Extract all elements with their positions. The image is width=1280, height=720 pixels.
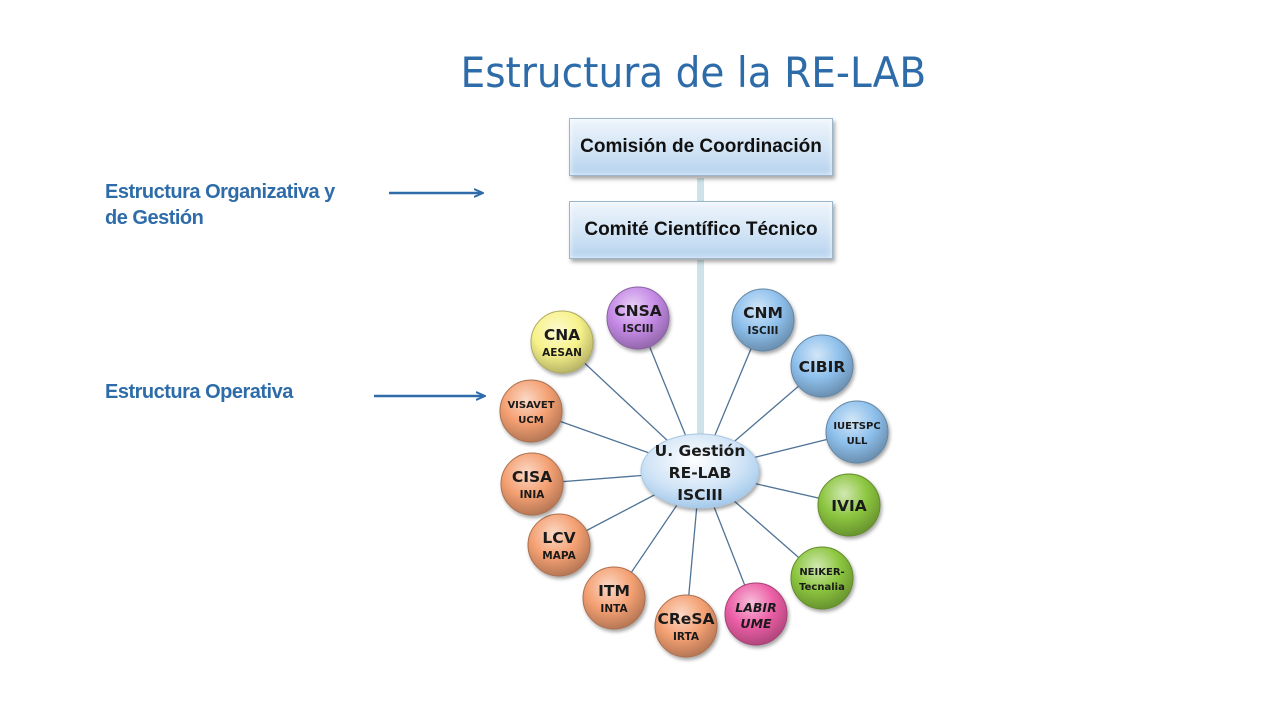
node-itm-label: ITM: [598, 582, 630, 600]
trunk-connector-top: [697, 178, 704, 202]
node-itm-circle: [582, 566, 646, 630]
node-cibir-circle: [790, 334, 854, 398]
label-organizational-structure: Estructura Organizativa y de Gestión: [105, 179, 335, 231]
node-cisa-label: CISA: [512, 468, 552, 486]
node-cnsa-label: CNSA: [614, 302, 662, 320]
box-comite-cientifico-tecnico: Comité Científico Técnico: [569, 201, 833, 259]
node-neiker: NEIKER- Tecnalia: [790, 546, 854, 610]
node-cna: CNA AESAN: [530, 310, 594, 374]
node-cnm-circle: [731, 288, 795, 352]
node-labir-sublabel: UME: [740, 616, 772, 631]
node-labir-circle: [724, 582, 788, 646]
center-node-line-2: RE-LAB: [669, 464, 732, 482]
box-comision-coordinacion: Comisión de Coordinación: [569, 118, 833, 176]
node-cisa-circle: [500, 452, 564, 516]
node-ivia: IVIA: [817, 473, 881, 537]
node-cna-label: CNA: [544, 326, 580, 344]
node-cnm-sublabel: ISCIII: [748, 325, 779, 337]
node-iuetspc-label: IUETSPC: [833, 421, 880, 432]
node-cna-circle: [530, 310, 594, 374]
node-cresa: CReSA IRTA: [654, 594, 718, 658]
node-visavet-label: VISAVET: [507, 400, 554, 411]
node-cresa-circle: [654, 594, 718, 658]
node-lcv-sublabel: MAPA: [542, 550, 576, 562]
node-visavet: VISAVET UCM: [499, 379, 563, 443]
node-cibir: CIBIR: [790, 334, 854, 398]
node-cnsa: CNSA ISCIII: [606, 286, 670, 350]
node-itm: ITM INTA: [582, 566, 646, 630]
node-cnsa-sublabel: ISCIII: [623, 323, 654, 335]
node-ivia-label: IVIA: [831, 497, 867, 515]
page-title: Estructura de la RE-LAB: [0, 48, 1280, 97]
node-cisa: CISA INIA: [500, 452, 564, 516]
node-iuetspc-sublabel: ULL: [847, 436, 868, 447]
node-cnm-label: CNM: [743, 304, 783, 322]
label-organizational-line-2: de Gestión: [105, 207, 204, 229]
node-cna-sublabel: AESAN: [542, 347, 582, 359]
node-visavet-circle: [499, 379, 563, 443]
label-operational-structure: Estructura Operativa: [105, 381, 293, 403]
member-nodes: CNA AESAN CNSA ISCIII CNM ISCIII CIBIR IUETSPC U…: [499, 286, 889, 658]
node-lcv: LCV MAPA: [527, 513, 591, 577]
node-neiker-label: NEIKER-: [799, 567, 844, 578]
node-lcv-label: LCV: [542, 529, 575, 547]
page-title-text: Estructura de la RE-LAB: [460, 48, 926, 97]
node-cresa-label: CReSA: [658, 610, 715, 628]
label-organizational-line-1: Estructura Organizativa y: [105, 181, 335, 203]
node-ivia-circle: [817, 473, 881, 537]
node-lcv-circle: [527, 513, 591, 577]
node-iuetspc-circle: [825, 400, 889, 464]
trunk-connector-main: [697, 260, 704, 440]
node-iuetspc: IUETSPC ULL: [825, 400, 889, 464]
node-neiker-sublabel: Tecnalia: [799, 582, 845, 593]
node-visavet-sublabel: UCM: [518, 415, 543, 426]
node-itm-sublabel: INTA: [600, 603, 628, 615]
node-cnm: CNM ISCIII: [731, 288, 795, 352]
node-neiker-circle: [790, 546, 854, 610]
center-node-line-1: U. Gestión: [655, 442, 746, 460]
node-cresa-sublabel: IRTA: [673, 631, 700, 643]
node-cibir-label: CIBIR: [799, 358, 846, 376]
center-node-line-3: ISCIII: [677, 486, 723, 504]
center-node-shape: [640, 433, 760, 509]
node-cnsa-circle: [606, 286, 670, 350]
node-labir-label: LABIR: [735, 600, 776, 615]
node-cisa-sublabel: INIA: [520, 489, 546, 501]
